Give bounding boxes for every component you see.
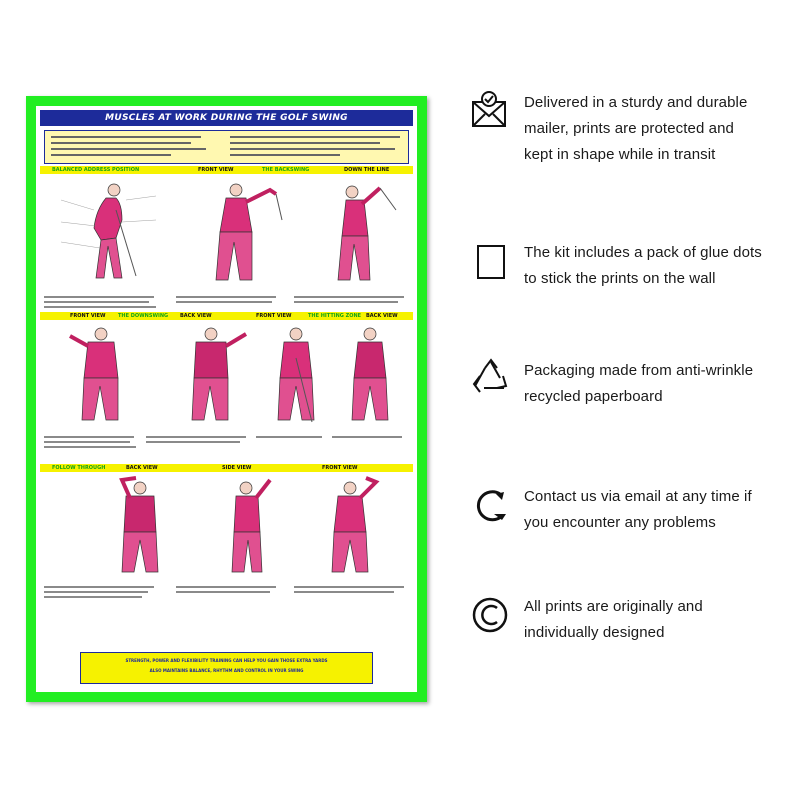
section-label: FOLLOW THROUGH xyxy=(52,465,106,471)
section-label: FRONT VIEW xyxy=(322,465,358,471)
footer-line-1: STRENGTH, POWER AND FLEXIBILITY TRAINING… xyxy=(125,658,328,663)
section-header-row2: FRONT VIEW THE DOWNSWING BACK VIEW FRONT… xyxy=(40,312,413,320)
poster-sheet: MUSCLES AT WORK DURING THE GOLF SWING BA… xyxy=(36,106,417,692)
feature-text: Packaging made from anti-wrinkle recycle… xyxy=(524,362,754,405)
section-label: BACK VIEW xyxy=(126,465,158,471)
anatomy-figure-backswing-front xyxy=(215,183,283,281)
anatomy-figure-backswing-line xyxy=(337,185,397,281)
anatomy-figure-downswing-front xyxy=(69,327,119,421)
poster-title: MUSCLES AT WORK DURING THE GOLF SWING xyxy=(40,110,413,126)
feature-text: All prints are originally and individual… xyxy=(524,598,703,641)
anatomy-figure-follow-back xyxy=(119,476,159,573)
glue-dot-square-icon xyxy=(477,245,505,279)
section-header-row3: FOLLOW THROUGH BACK VIEW SIDE VIEW FRONT… xyxy=(40,464,413,472)
anatomy-figure-follow-front xyxy=(331,476,380,573)
section-label: THE BACKSWING xyxy=(262,167,310,173)
poster-footer-banner: STRENGTH, POWER AND FLEXIBILITY TRAINING… xyxy=(80,652,373,684)
section-label: FRONT VIEW xyxy=(198,167,234,173)
section-label: BACK VIEW xyxy=(180,313,212,319)
section-label: FRONT VIEW xyxy=(256,313,292,319)
mail-check-icon xyxy=(472,91,506,127)
section-label: THE DOWNSWING xyxy=(118,313,169,319)
feature-text: Contact us via email at any time if you … xyxy=(524,488,752,531)
section-label: THE HITTING ZONE xyxy=(308,313,362,319)
poster-intro-box xyxy=(44,130,409,164)
section-label: DOWN THE LINE xyxy=(344,167,390,173)
footer-line-2: ALSO MAINTAINS BALANCE, RHYTHM AND CONTR… xyxy=(149,668,304,673)
copyright-icon xyxy=(472,597,508,633)
contact-arrow-icon xyxy=(476,490,506,522)
anatomy-figure-hitting-front xyxy=(277,327,315,423)
recycle-icon xyxy=(472,358,508,393)
anatomy-figure-follow-side xyxy=(231,478,272,573)
golf-muscles-poster: MUSCLES AT WORK DURING THE GOLF SWING BA… xyxy=(26,96,427,702)
section-label: BALANCED ADDRESS POSITION xyxy=(52,167,140,173)
feature-text: The kit includes a pack of glue dots to … xyxy=(524,244,762,287)
section-label: FRONT VIEW xyxy=(70,313,106,319)
section-label: SIDE VIEW xyxy=(222,465,252,471)
section-header-row1: BALANCED ADDRESS POSITION FRONT VIEW THE… xyxy=(40,166,413,174)
section-label: BACK VIEW xyxy=(366,313,398,319)
feature-text: Delivered in a sturdy and durable mailer… xyxy=(524,94,748,163)
anatomy-figure-address xyxy=(60,183,157,279)
anatomy-figure-downswing-back xyxy=(191,327,248,421)
anatomy-figure-hitting-back xyxy=(351,327,389,421)
